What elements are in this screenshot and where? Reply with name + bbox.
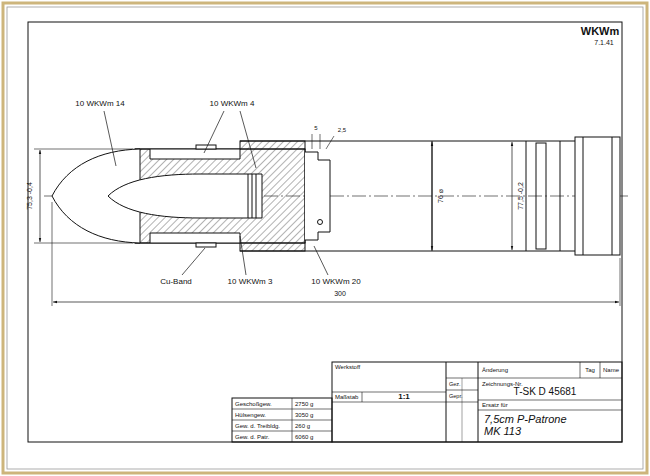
table-cell: 3050 g <box>295 411 313 418</box>
title-block-cell: Gepr. <box>449 393 462 399</box>
part-callout: 10 WKWm 3 <box>228 278 273 287</box>
part-callout: 10 WKWm 20 <box>311 278 360 287</box>
part-callout: 10 WKWm 14 <box>75 100 124 109</box>
table-cell: Gew. d. Treibldg. <box>235 422 280 429</box>
title-block-cell: Name <box>603 367 619 374</box>
table-cell: 6060 g <box>295 433 313 440</box>
drawing-title: 7,5cm P-Patrone MK 113 <box>484 413 584 437</box>
table-cell: 2750 g <box>295 400 313 407</box>
title-block-cell: Gez. <box>449 381 461 387</box>
title-block-cell: Maßstab <box>335 394 358 401</box>
title-block-cell: Ersatz für <box>482 402 508 409</box>
title-block-cell: 1:1 <box>398 393 410 402</box>
drawing-number: T-SK D 45681 <box>514 386 577 397</box>
table-cell: 260 g <box>295 422 310 429</box>
table-cell: Geschoßgew. <box>235 400 272 407</box>
table-cell: Hülsengew. <box>235 411 266 418</box>
title-block-cell: Änderung <box>482 367 508 374</box>
part-callout: Cu-Band <box>160 278 192 287</box>
dimension: 77,5 -0,2 <box>517 182 525 210</box>
dimension: 300 <box>334 290 346 298</box>
title-block-cell: Tag <box>585 367 595 374</box>
sheet-code: WKWm <box>581 25 620 37</box>
dimension: 5 <box>314 125 317 132</box>
table-cell: Gew. d. Patr. <box>235 433 269 440</box>
title-block-cell: Werkstoff <box>335 364 360 371</box>
sheet-date: 7.1.41 <box>594 39 613 47</box>
dimension: 76 ⌀ <box>437 189 445 203</box>
dimension: 75,3 -0,4 <box>26 182 34 210</box>
part-callout: 10 WKWm 4 <box>210 100 255 109</box>
dimension: 2,5 <box>338 127 346 134</box>
